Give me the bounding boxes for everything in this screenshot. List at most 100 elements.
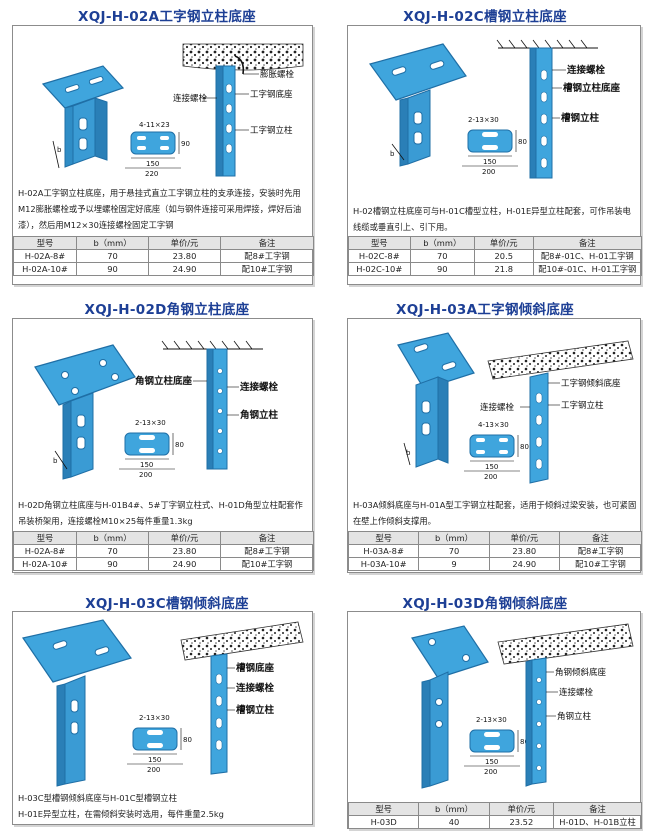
dim-b-h02a: b: [57, 146, 62, 154]
dim-w1-h02a: 150: [146, 160, 159, 168]
col-price: 单价/元: [148, 531, 221, 545]
illustration-h03c: 2-13×30 150 200 80 槽钢底座 连接螺栓 槽钢立柱: [22, 619, 304, 787]
cell: 70: [76, 544, 149, 558]
dim-w1-h03a: 150: [485, 463, 498, 471]
label-base-h03c: 槽钢底座: [236, 662, 275, 674]
description-h02d: H-02D角钢立柱底座与H-01B4#、5#丁字钢立柱式、H-01D角型立柱配套…: [18, 500, 303, 526]
product-card-h03d: 2-13×30 150 200 80 角钢倾斜底座 连接螺栓 角钢立柱 型号 b…: [347, 611, 642, 829]
cell: 70: [76, 249, 149, 263]
cell: 90: [76, 557, 149, 571]
product-card-h02c: b 2-13×30 150 200 80 连接螺栓 槽钢立柱底座 槽钢立柱 H-…: [347, 25, 643, 285]
cell: 23.52: [488, 815, 555, 829]
dim-holes-h03d: 2-13×30: [476, 716, 507, 724]
col-model: 型号: [348, 236, 411, 250]
illustration-h03a: b 4-13×30 150 200 80 工字钢倾斜底座 连接螺栓 工字钢立柱: [397, 332, 634, 484]
dim-h-h03d: 80: [520, 738, 529, 746]
table-row: H-02A-10# 90 24.90 配10#工字钢: [13, 557, 314, 571]
label-column-h03a: 工字钢立柱: [561, 400, 604, 411]
col-price: 单价/元: [473, 236, 534, 250]
col-model: 型号: [13, 236, 77, 250]
description-h03a: H-03A倾斜底座与H-01A型工字钢立柱配套，适用于倾斜过梁安装，也可紧固在壁…: [353, 500, 637, 526]
product-card-h03a: b 4-13×30 150 200 80 工字钢倾斜底座 连接螺栓 工字钢立柱 …: [347, 318, 643, 573]
product-card-h02d: b 2-13×30 150 200 80 角钢立柱底座 连接螺栓 角钢立柱 H-…: [12, 318, 314, 573]
table-row: H-02A-8# 70 23.80 配8#工字钢: [13, 249, 314, 263]
cell: 20.5: [473, 249, 534, 263]
dim-h-h02a: 90: [181, 140, 190, 148]
label-column-h02c: 槽钢立柱: [561, 112, 600, 124]
spec-table-h03a: 型号 b（mm） 单价/元 备注 H-03A-8# 70 23.80 配8#工字…: [347, 531, 643, 571]
label-connect-h02a: 连接螺栓: [173, 93, 208, 104]
col-model: 型号: [13, 531, 77, 545]
col-note: 备注: [220, 236, 314, 250]
label-connect-h02c: 连接螺栓: [567, 64, 606, 76]
cell: 24.90: [148, 557, 221, 571]
spec-table-h02d: 型号 b（mm） 单价/元 备注 H-02A-8# 70 23.80 配8#工字…: [13, 531, 314, 571]
col-note: 备注: [553, 802, 642, 816]
dim-h-h02c: 80: [518, 138, 527, 146]
illustration-h02c: b 2-13×30 150 200 80 连接螺栓 槽钢立柱底座 槽钢立柱: [369, 39, 621, 179]
dim-holes-h02a: 4-11×23: [139, 121, 170, 129]
label-base-h02a: 工字钢底座: [250, 89, 293, 100]
illustration-h03d: 2-13×30 150 200 80 角钢倾斜底座 连接螺栓 角钢立柱: [411, 623, 634, 789]
description-h03c: H-03C型槽钢倾斜底座与H-01C型槽钢立柱 H-01E异型立柱，在需倾斜安装…: [18, 793, 224, 819]
dim-w1-h02c: 150: [483, 158, 496, 166]
dim-h-h02d: 80: [175, 441, 184, 449]
table-header: 型号 b（mm） 单价/元 备注: [13, 531, 314, 545]
illustration-h02d: b 2-13×30 150 200 80 角钢立柱底座 连接螺栓 角钢立柱: [34, 340, 279, 480]
dim-w2-h03a: 200: [484, 473, 497, 481]
dim-h-h03c: 80: [183, 736, 192, 744]
col-price: 单价/元: [148, 236, 221, 250]
panel-title-h02d: XQJ-H-02D角钢立柱底座: [84, 302, 250, 318]
dim-b-h03a: b: [406, 449, 411, 457]
cell: 配10#-01C、H-01工字钢: [532, 262, 643, 276]
cell: 配8#工字钢: [558, 544, 643, 558]
cell: 配8#工字钢: [220, 544, 314, 558]
col-b: b（mm）: [418, 802, 490, 816]
product-card-h02a: b 4-11×23 150 220 90 膨胀螺栓 工字钢底座 连接螺栓 工字钢…: [12, 25, 314, 285]
label-column-h02a: 工字钢立柱: [250, 125, 293, 136]
table-header: 型号 b（mm） 单价/元 备注: [347, 802, 642, 816]
label-column-h02d: 角钢立柱: [240, 409, 279, 421]
col-note: 备注: [558, 531, 643, 545]
panel-title-h03c: XQJ-H-03C槽钢倾斜底座: [85, 596, 249, 612]
label-base-h03a: 工字钢倾斜底座: [561, 378, 621, 389]
col-price: 单价/元: [488, 531, 560, 545]
dim-w2-h02c: 200: [482, 168, 495, 176]
cell: 24.90: [148, 262, 221, 276]
cell: 配8#工字钢: [220, 249, 314, 263]
cell: 配10#工字钢: [220, 262, 314, 276]
cell: 70: [418, 544, 490, 558]
col-b: b（mm）: [76, 531, 149, 545]
cell: 配10#工字钢: [558, 557, 643, 571]
cell: 21.8: [473, 262, 534, 276]
panel-title-h03d: XQJ-H-03D角钢倾斜底座: [402, 596, 568, 612]
cell: H-01D、H-01B立柱: [553, 815, 642, 829]
dim-w1-h02d: 150: [140, 461, 153, 469]
table-row: H-03D 40 23.52 H-01D、H-01B立柱: [347, 815, 642, 829]
label-column-h03c: 槽钢立柱: [236, 704, 275, 716]
dim-w2-h03c: 200: [147, 766, 160, 774]
dim-w2-h02a: 220: [145, 170, 158, 178]
table-header: 型号 b（mm） 单价/元 备注: [347, 531, 643, 545]
cell: 配10#工字钢: [220, 557, 314, 571]
col-note: 备注: [220, 531, 314, 545]
cell: H-02A-8#: [13, 249, 77, 263]
dim-b-h02d: b: [53, 457, 58, 465]
table-row: H-02C-8# 70 20.5 配8#-01C、H-01工字钢: [348, 249, 643, 263]
col-b: b（mm）: [76, 236, 149, 250]
label-base-h03d: 角钢倾斜底座: [555, 667, 607, 678]
dim-b-h02c: b: [390, 150, 395, 158]
col-b: b（mm）: [418, 531, 490, 545]
cell: 90: [409, 262, 475, 276]
label-connect-h03d: 连接螺栓: [559, 687, 594, 698]
label-base-h02d: 角钢立柱底座: [135, 375, 193, 387]
cell: H-03A-8#: [347, 544, 420, 558]
dim-w1-h03d: 150: [485, 758, 498, 766]
cell: 9: [418, 557, 490, 571]
label-base-h02c: 槽钢立柱底座: [563, 82, 621, 94]
dim-holes-h03a: 4-13×30: [478, 421, 509, 429]
spec-table-h02a: 型号 b（mm） 单价/元 备注 H-02A-8# 70 23.80 配8#工字…: [13, 236, 314, 276]
cell: 配8#-01C、H-01工字钢: [532, 249, 643, 263]
col-note: 备注: [532, 236, 643, 250]
table-row: H-03A-10# 9 24.90 配10#工字钢: [347, 557, 643, 571]
